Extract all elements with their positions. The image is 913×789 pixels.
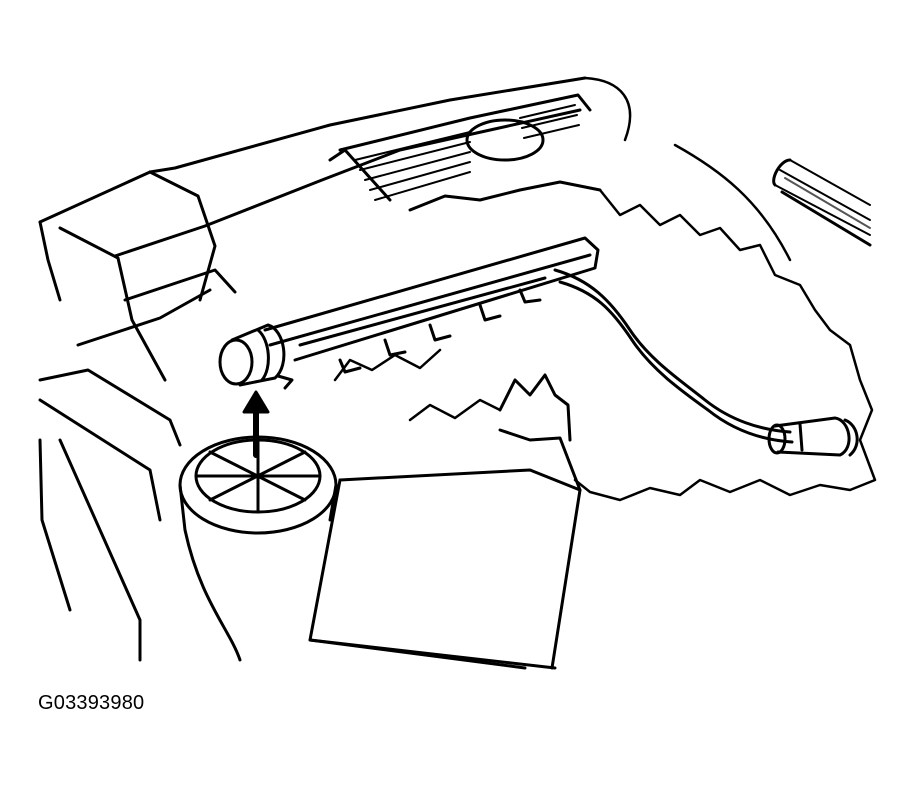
fuel-rail-end-cap	[218, 323, 294, 390]
ribbed-cover-section	[354, 104, 580, 201]
fuel-line	[553, 268, 859, 457]
fuel-rail	[263, 236, 600, 374]
engine-cover	[38, 76, 602, 382]
lower-housing	[38, 368, 182, 662]
oil-filler-cap	[465, 118, 545, 162]
fuel-line-connector	[767, 416, 859, 457]
cutaway-outline	[333, 76, 877, 502]
figure-id-label: G03393980	[38, 692, 145, 714]
removal-direction-arrow-icon	[242, 390, 270, 458]
engine-fuel-rail-illustration	[38, 76, 877, 670]
air-intake-hose	[772, 158, 872, 247]
lower-box	[308, 373, 582, 670]
